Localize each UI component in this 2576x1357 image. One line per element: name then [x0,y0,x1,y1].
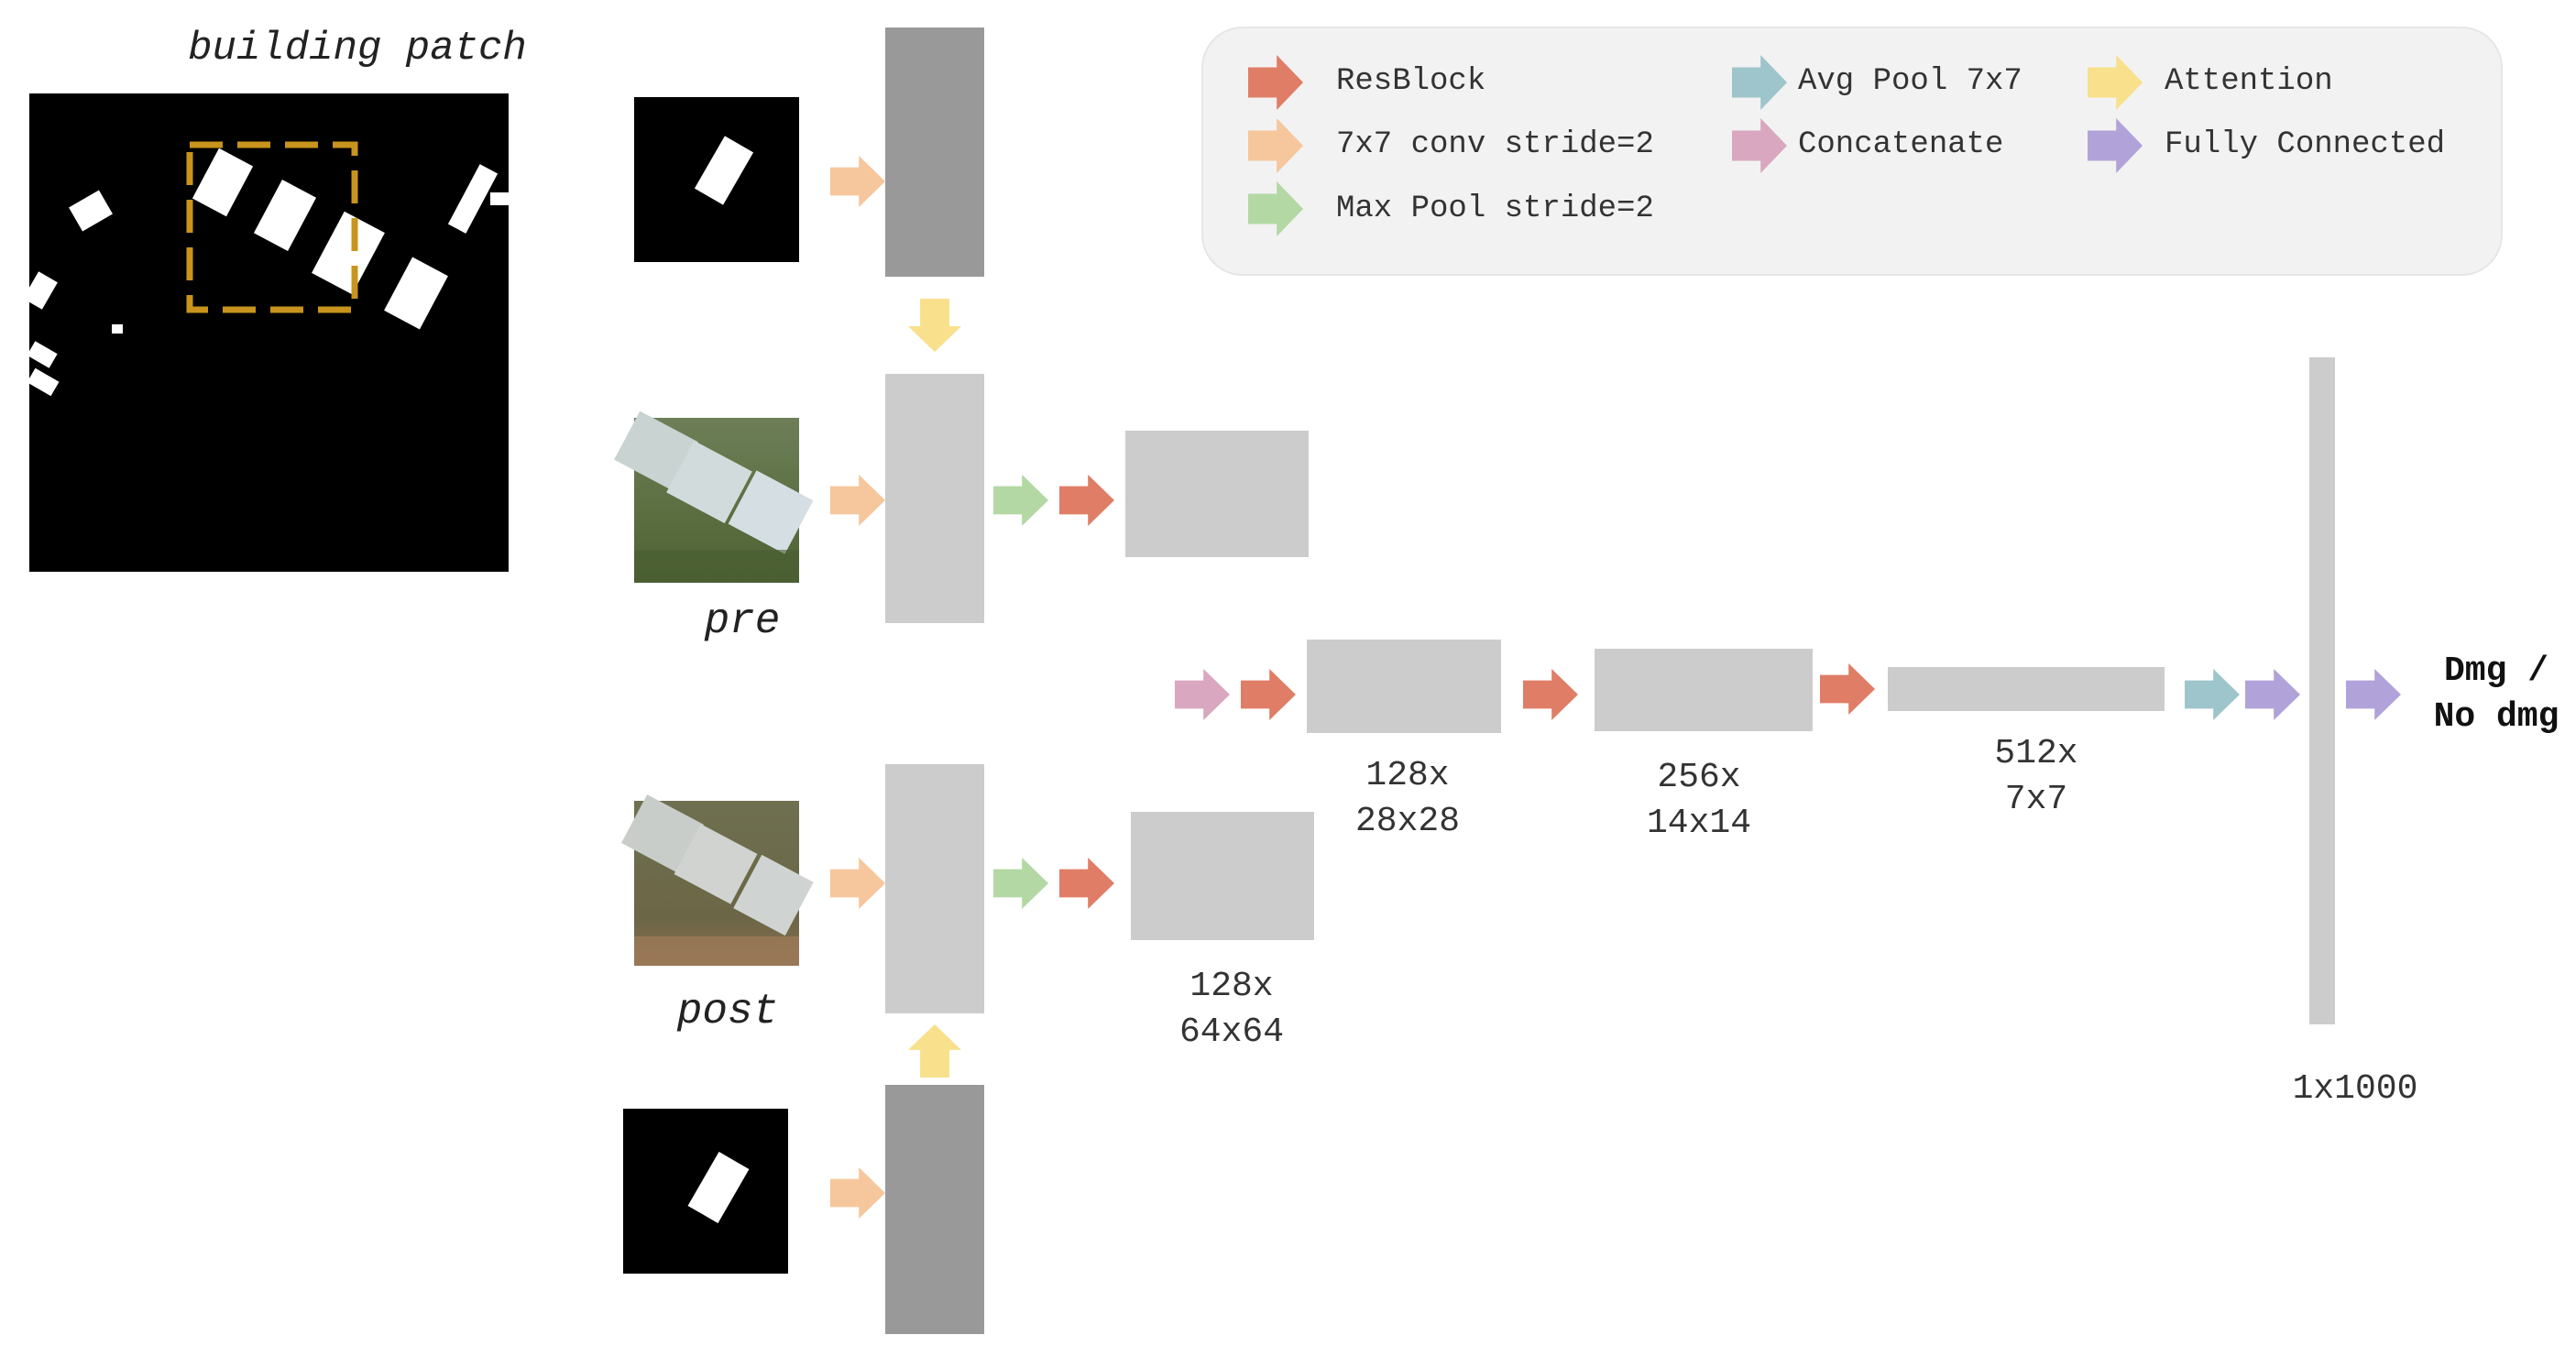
stage3-dim-line2: 7x7 [2005,780,2067,819]
maxpool-arrow-icon [1248,181,1303,236]
resblock-arrow-icon [1248,55,1303,110]
pre-satellite-image [614,410,814,583]
avgpool-arrow-icon [2185,669,2240,720]
post-mask-encoder-block [885,1085,984,1334]
pre-feature-map [1125,431,1309,557]
conv-arrow-icon [830,475,885,526]
post-feature-dim-line1: 128x [1189,967,1273,1006]
stage1-dim-line1: 128x [1365,756,1449,795]
post-feature-dim-line2: 64x64 [1179,1012,1284,1052]
stage1-dim-line2: 28x28 [1355,802,1460,841]
legend-panel [1201,27,2503,276]
arrow-layer [830,55,2401,1219]
legend-label-resblock: ResBlock [1336,64,1485,99]
crop-region-box [186,141,358,313]
building-patch-title: building patch [188,26,527,71]
pre-label: pre [704,597,781,645]
stage2-dim-line2: 14x14 [1647,804,1751,843]
stage1-feature-map [1307,640,1501,733]
fc-arrow-icon [2088,118,2143,173]
legend-label-concat: Concatenate [1798,127,2003,162]
pre-encoder-block [885,374,984,623]
stage3-feature-map [1888,667,2165,711]
fc-arrow-icon [2346,669,2401,720]
attention-arrow-icon [908,1024,961,1078]
fc-arrow-icon [2245,669,2300,720]
resblock-arrow-icon [1523,669,1578,720]
post-feature-map [1131,812,1314,940]
attention-arrow-icon [2088,55,2143,110]
maxpool-arrow-icon [993,475,1048,526]
output-label-line1: Dmg / [2444,651,2549,691]
concat-arrow-icon [1732,118,1787,173]
pre-mask-encoder-block [885,27,984,277]
post-mask-image [623,1109,788,1274]
legend-label-maxpool: Max Pool stride=2 [1336,192,1654,226]
post-encoder-block [885,764,984,1013]
building-patch-mask-image [23,93,509,572]
resblock-arrow-icon [1059,858,1114,909]
resblock-arrow-icon [1059,475,1114,526]
legend-label-conv: 7x7 conv stride=2 [1336,127,1654,162]
stage2-dim-line1: 256x [1657,758,1740,797]
resblock-arrow-icon [1820,663,1875,715]
post-label: post [676,988,778,1035]
post-satellite-image [621,794,814,966]
attention-arrow-icon [908,299,961,352]
conv-arrow-icon [830,1167,885,1219]
concat-arrow-icon [1175,669,1230,720]
conv-arrow-icon [830,858,885,909]
legend-label-fc: Fully Connected [2165,127,2445,162]
stage2-feature-map [1595,649,1813,731]
legend-label-attention: Attention [2165,64,2333,99]
conv-arrow-icon [830,156,885,207]
resblock-arrow-icon [1241,669,1296,720]
pre-mask-image [634,97,799,262]
legend-label-avgpool: Avg Pool 7x7 [1798,64,2022,99]
output-label-line2: No dmg [2434,697,2560,737]
conv-arrow-icon [1248,118,1303,173]
fc-dim-label: 1x1000 [2293,1069,2418,1109]
stage3-dim-line1: 512x [1994,734,2077,773]
fc-vector [2309,357,2335,1024]
maxpool-arrow-icon [993,858,1048,909]
avgpool-arrow-icon [1732,55,1787,110]
